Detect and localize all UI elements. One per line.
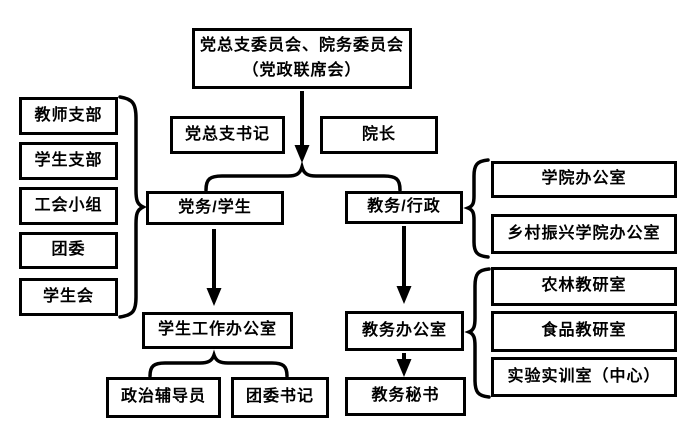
node-food-section: 食品教研室 bbox=[491, 311, 677, 352]
arrow-academic-office-to-secretary bbox=[396, 353, 412, 377]
brace-branches bbox=[204, 160, 402, 192]
node-union-group: 工会小组 bbox=[19, 187, 118, 225]
node-academic-office: 教务办公室 bbox=[345, 311, 464, 351]
arrow-admin-to-academic-office bbox=[396, 226, 412, 304]
arrow-root-to-branches bbox=[294, 91, 310, 163]
node-committee: 党总支委员会、院务委员会 （党政联席会） bbox=[192, 28, 412, 89]
brace-student-office-children bbox=[148, 349, 289, 378]
node-student-affairs-office: 学生工作办公室 bbox=[142, 312, 293, 349]
node-party-branch: 党务/学生 bbox=[146, 191, 284, 225]
node-youth-league: 团委 bbox=[19, 232, 118, 269]
arrow-party-to-student-office bbox=[206, 229, 222, 306]
node-lab-training-center: 实验实训室（中心） bbox=[491, 357, 677, 397]
node-teacher-branch: 教师支部 bbox=[19, 97, 118, 135]
brace-teaching-sections bbox=[464, 267, 491, 399]
node-political-counselor: 政治辅导员 bbox=[106, 377, 221, 418]
node-academic-secretary: 教务秘书 bbox=[345, 377, 466, 416]
node-student-union: 学生会 bbox=[19, 278, 118, 316]
committee-line2: （党政联席会） bbox=[242, 61, 362, 79]
node-college-office: 学院办公室 bbox=[491, 161, 677, 198]
node-admin-branch: 教务/行政 bbox=[345, 191, 463, 224]
committee-line1: 党总支委员会、院务委员会 bbox=[199, 36, 404, 54]
node-party-secretary: 党总支书记 bbox=[170, 116, 285, 154]
brace-admin-offices bbox=[463, 158, 490, 259]
node-rural-revitalization-office: 乡村振兴学院办公室 bbox=[491, 214, 677, 254]
node-student-branch: 学生支部 bbox=[19, 142, 118, 180]
node-dean: 院长 bbox=[320, 116, 438, 154]
node-league-secretary: 团委书记 bbox=[231, 377, 329, 418]
node-agroforestry-section: 农林教研室 bbox=[491, 267, 677, 306]
brace-left-group bbox=[118, 95, 147, 319]
